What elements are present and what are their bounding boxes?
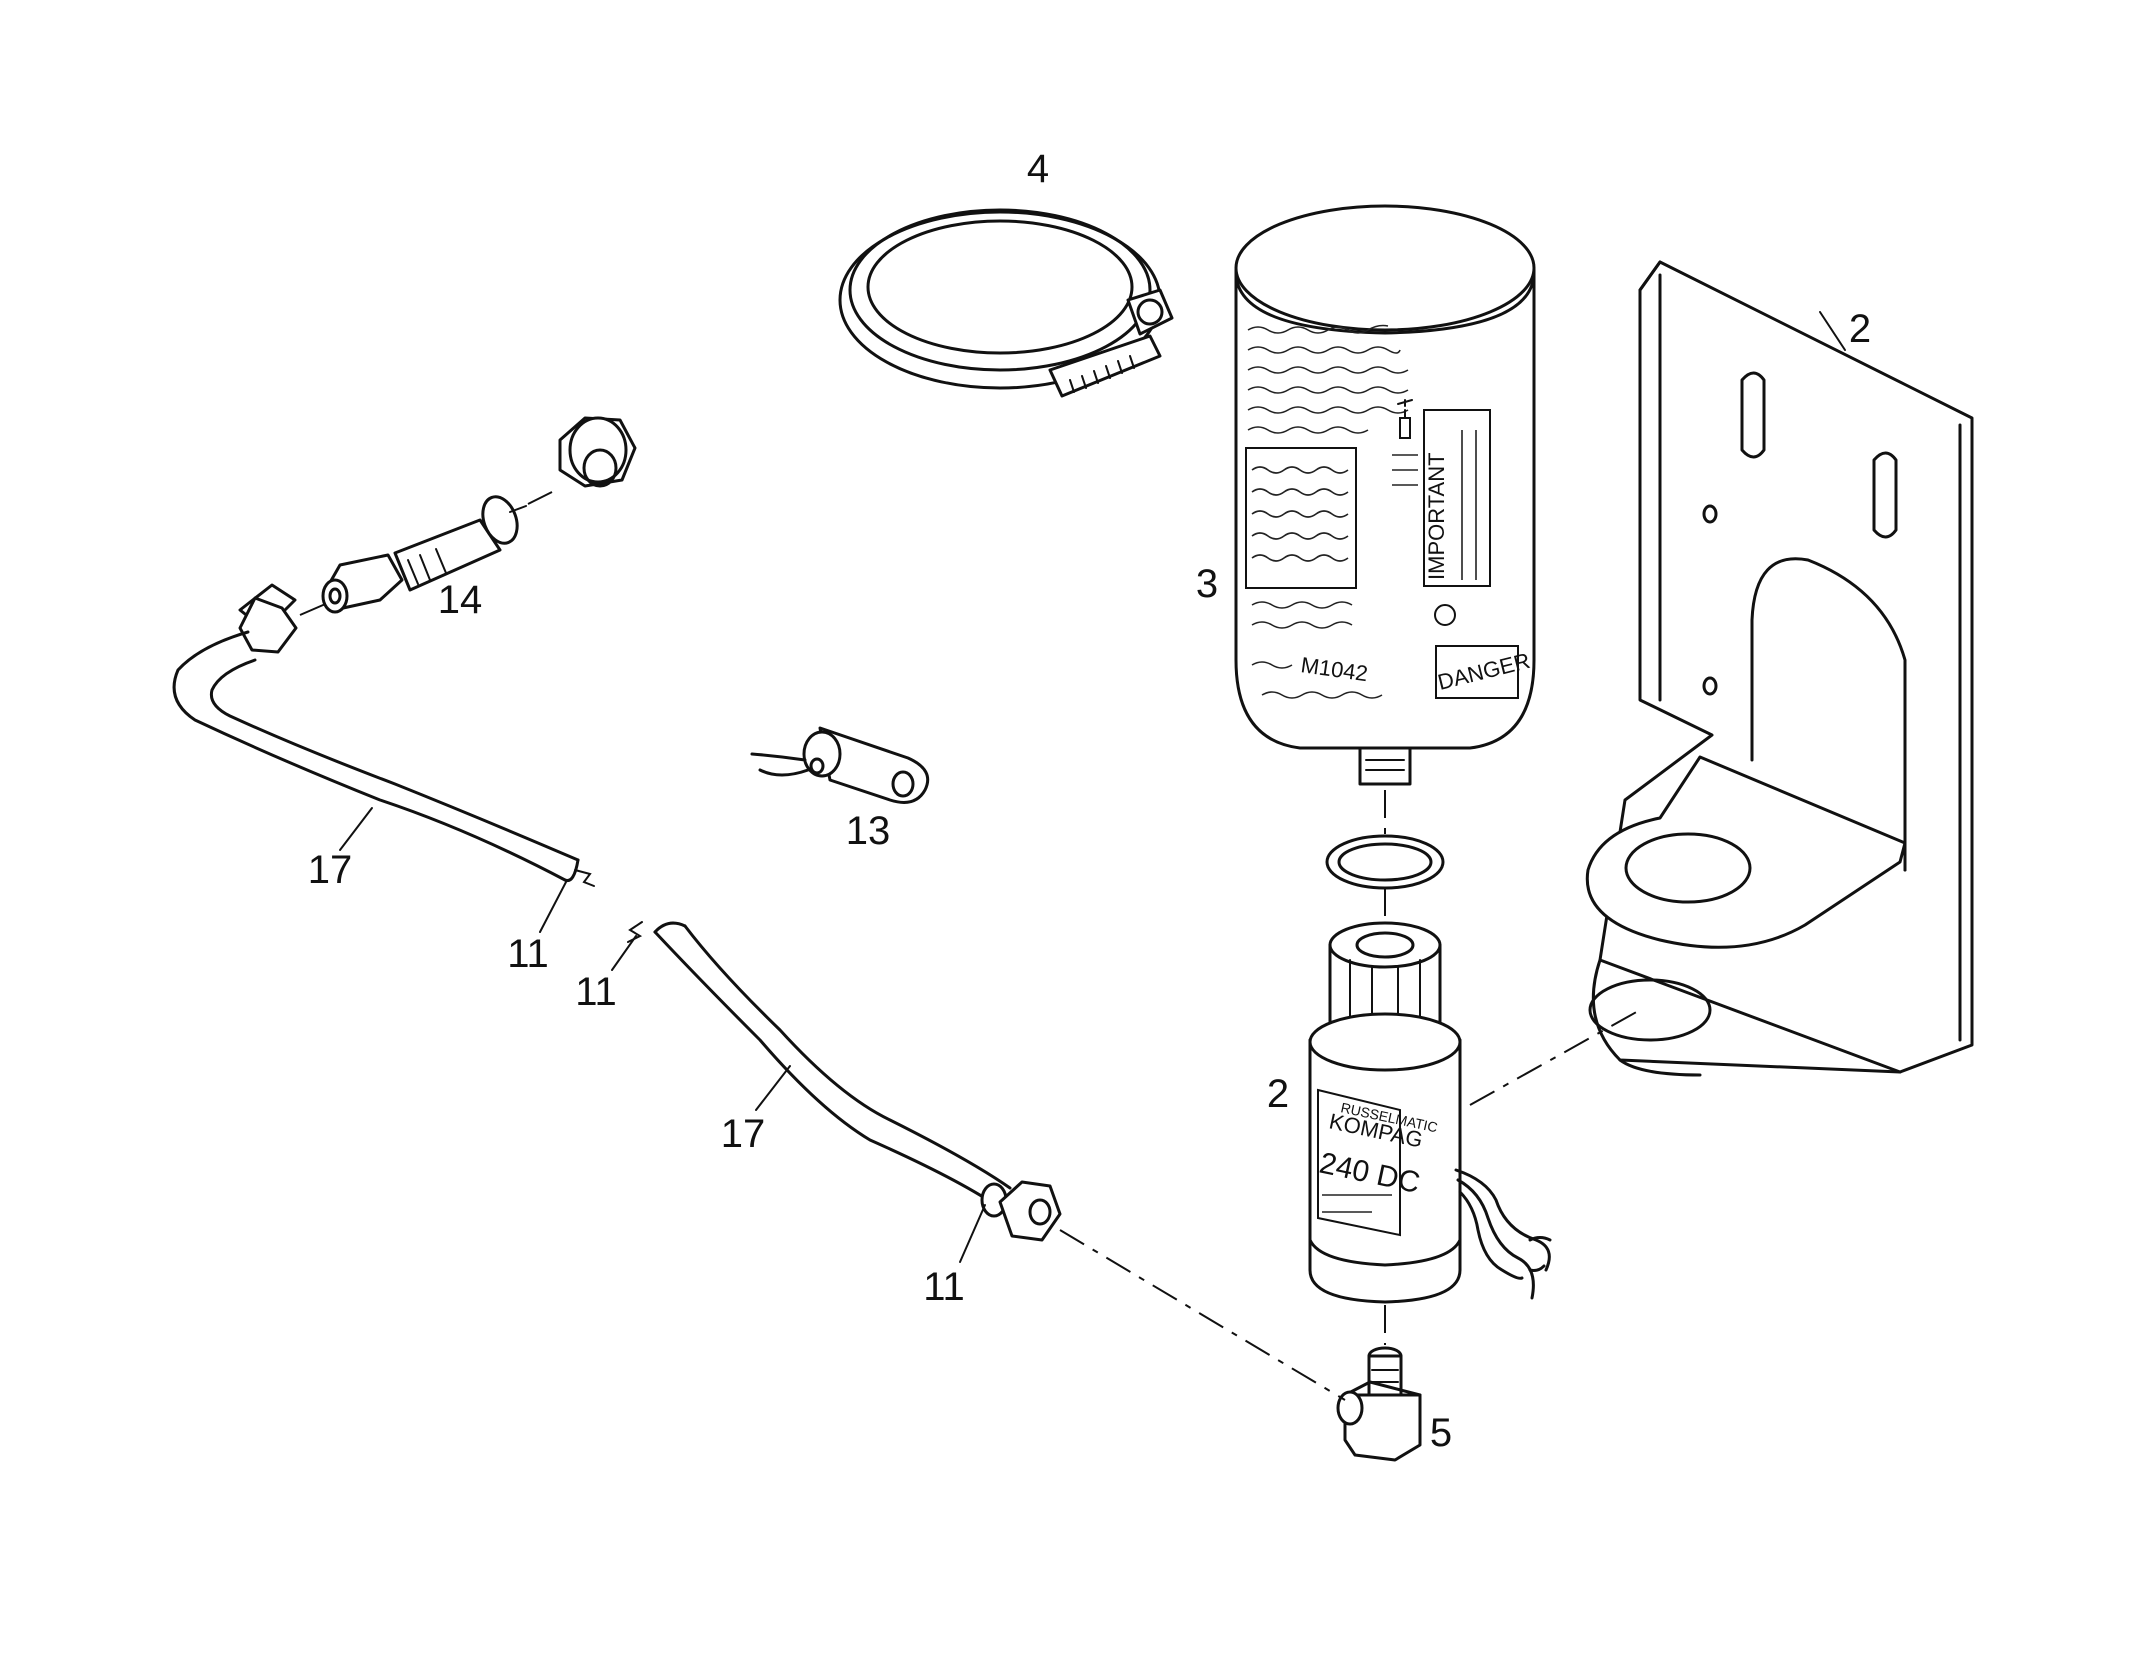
hose-clamp xyxy=(838,208,1174,398)
mounting-bracket xyxy=(1585,260,1974,1077)
callout-11-a: 11 xyxy=(507,932,549,976)
elbow-fitting xyxy=(1336,1346,1422,1462)
electrical-terminal xyxy=(750,726,930,804)
leader-11-a xyxy=(539,881,567,933)
callout-2-valve: 2 xyxy=(1267,1072,1289,1116)
callout-11-c: 11 xyxy=(923,1265,965,1309)
callout-14: 14 xyxy=(438,578,483,622)
hose-upper xyxy=(172,583,595,887)
callout-5: 5 xyxy=(1430,1411,1452,1455)
filter-canister: M1042 IMPORTANT DANGER xyxy=(1234,204,1536,786)
o-ring xyxy=(1325,834,1445,890)
leader-17-lower xyxy=(755,1065,791,1111)
spray-icon xyxy=(1392,399,1418,486)
callout-17-lower: 17 xyxy=(721,1112,766,1156)
callout-2-bracket: 2 xyxy=(1849,307,1871,351)
callout-17-upper: 17 xyxy=(308,848,353,892)
callout-4: 4 xyxy=(1027,147,1049,191)
leader-11-c xyxy=(959,1204,986,1263)
callout-3: 3 xyxy=(1196,562,1218,606)
leader-2-bracket xyxy=(1819,311,1846,351)
hose-connector xyxy=(321,495,527,614)
leader-11-b xyxy=(611,935,637,971)
leader-17-upper xyxy=(339,807,373,851)
connector-nut xyxy=(558,416,637,488)
important-label: IMPORTANT xyxy=(1424,452,1449,580)
callout-11-b: 11 xyxy=(575,970,617,1014)
callout-13: 13 xyxy=(846,809,891,853)
solenoid-valve: RUSSELMATIC KOMPAG 240 DC xyxy=(1308,921,1552,1304)
hose-lower xyxy=(627,921,1062,1242)
